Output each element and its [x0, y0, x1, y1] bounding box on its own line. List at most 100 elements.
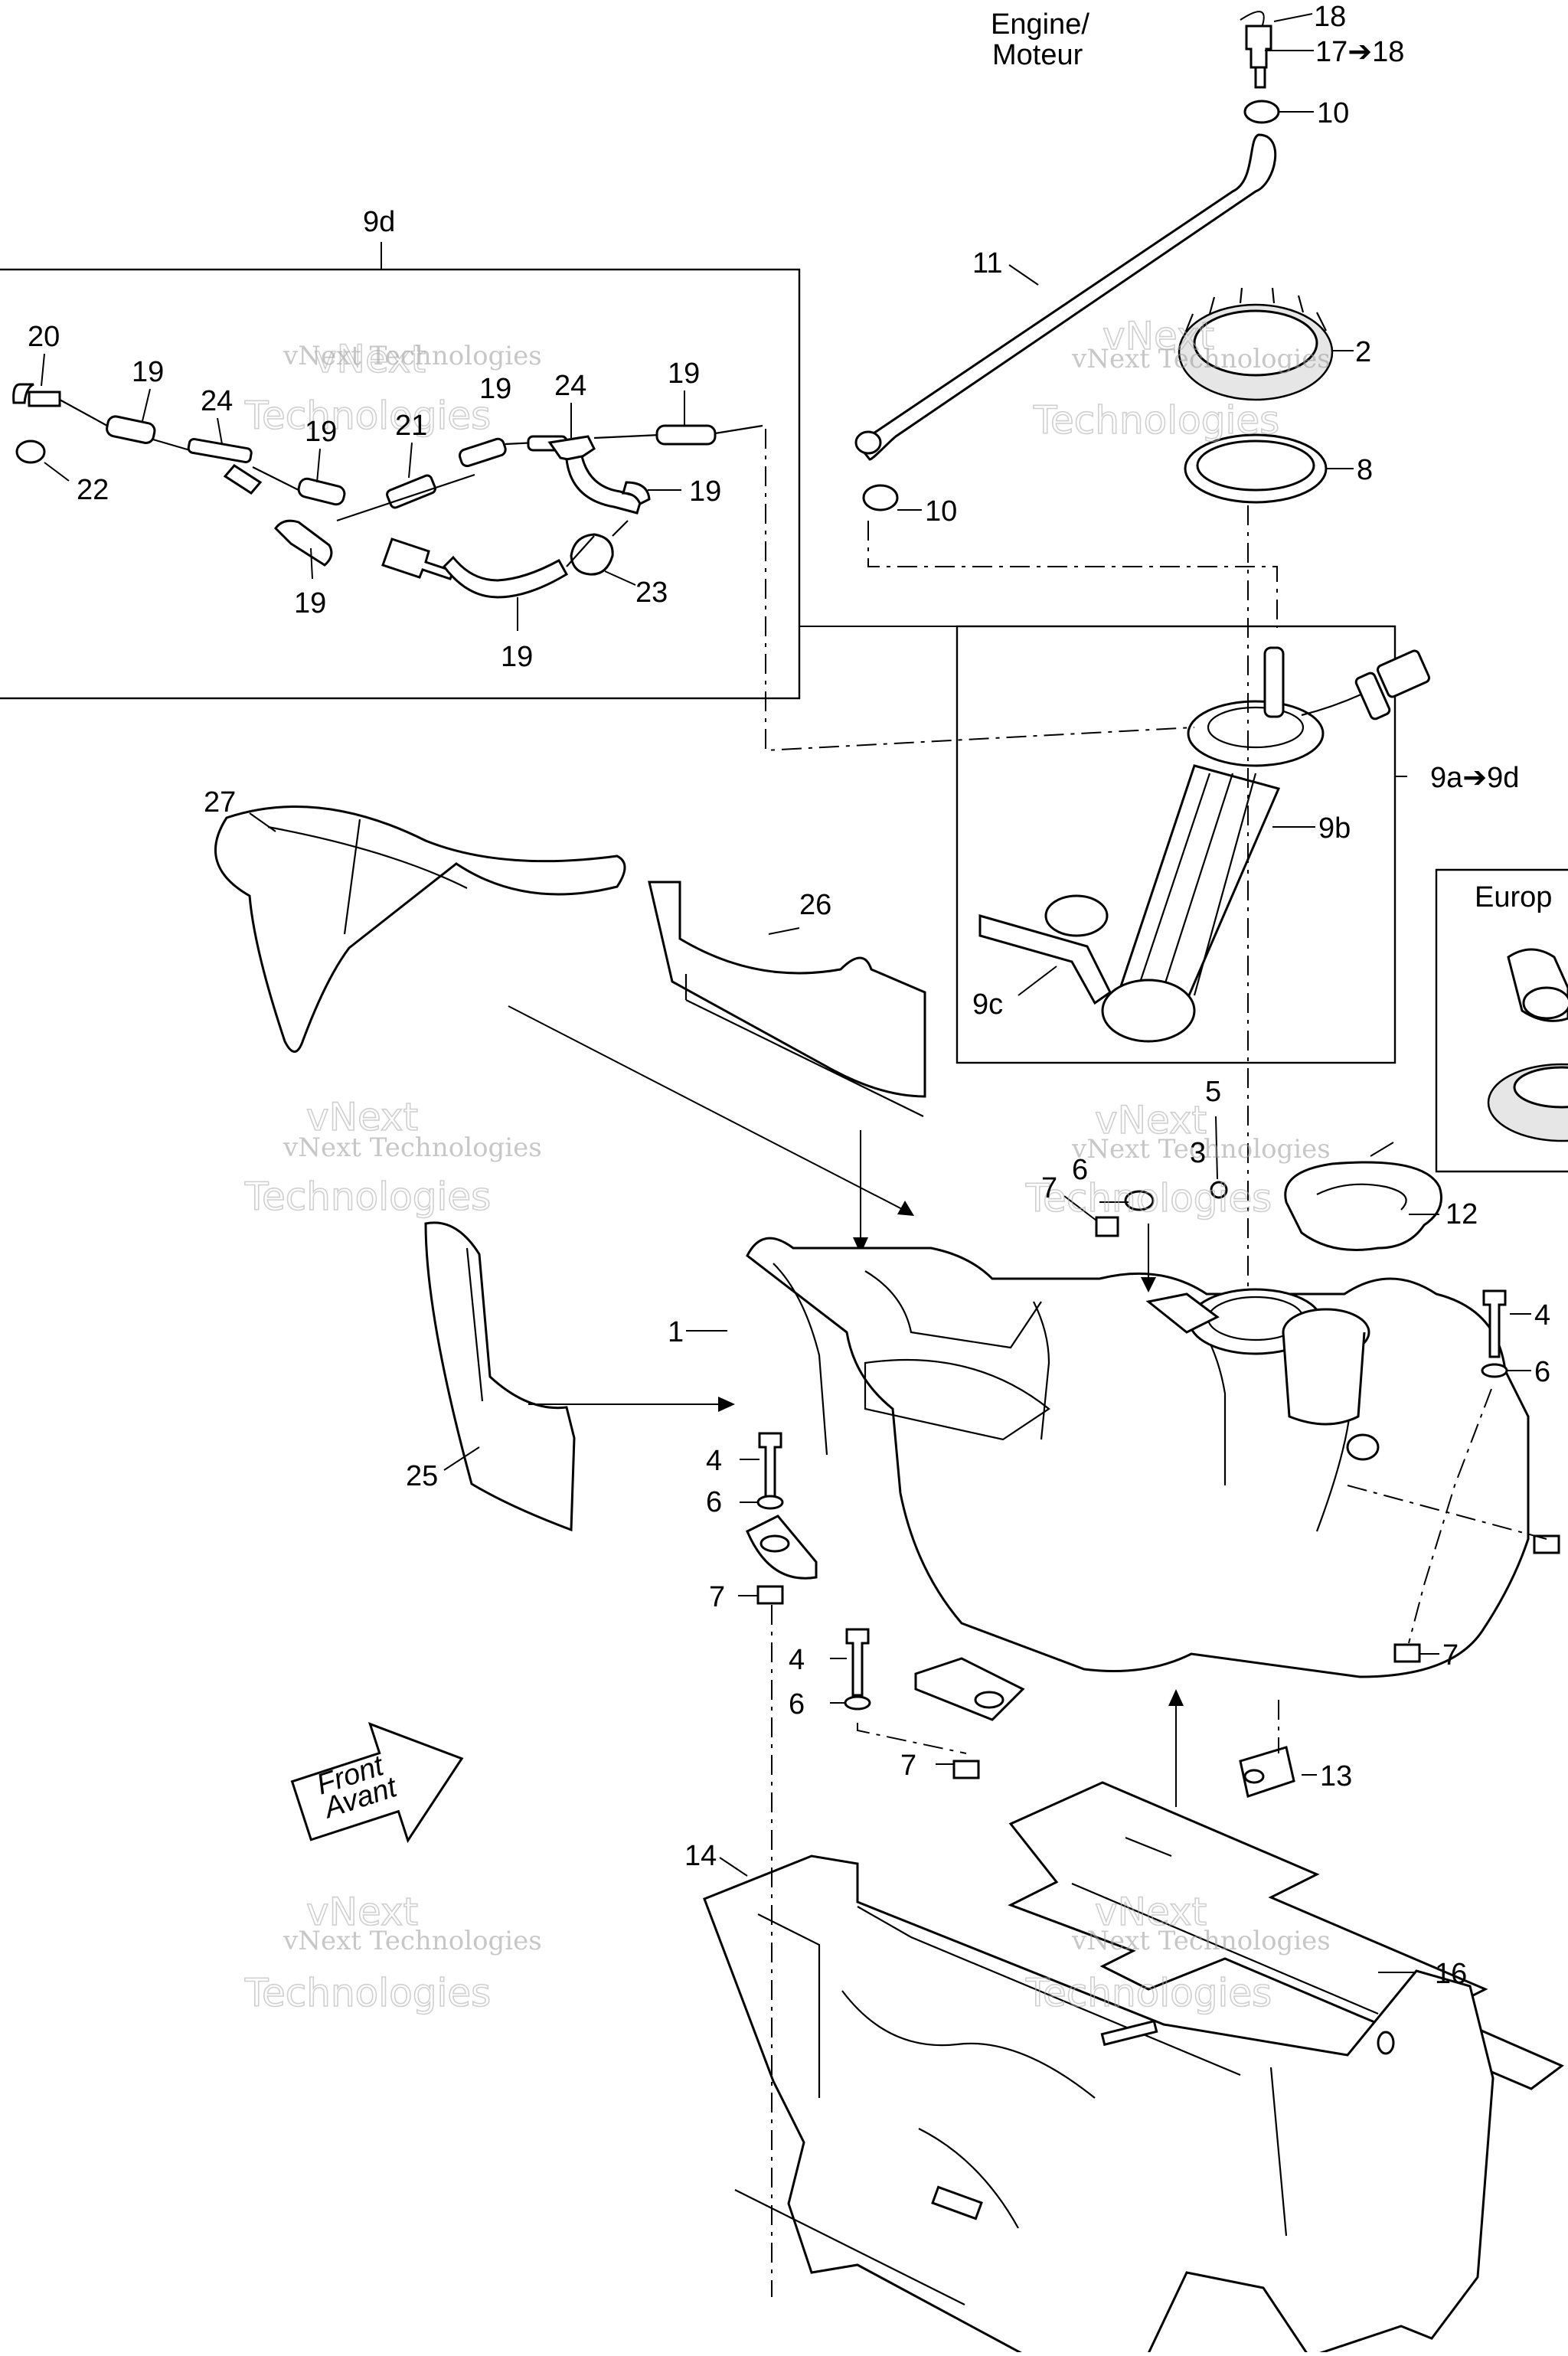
label-14: 14 — [684, 1840, 717, 1872]
svg-text:Technologies: Technologies — [1025, 1971, 1272, 2015]
part-9d-hose-set — [12, 383, 763, 599]
label-5: 5 — [1205, 1076, 1221, 1108]
svg-text:vNext: vNext — [314, 337, 426, 381]
label-9d: 9d — [363, 206, 395, 238]
part-16-detail — [1071, 1836, 1379, 2015]
part-14-skid-plate — [703, 1854, 1494, 2356]
label-19-g: 19 — [501, 641, 533, 673]
arrow-27-line — [508, 1005, 904, 1211]
pump-connector — [1354, 672, 1391, 721]
label-23: 23 — [635, 577, 668, 609]
part-europe-variant — [1487, 948, 1568, 1142]
dashline-9d-pump — [765, 429, 1195, 752]
leader-22 — [44, 462, 70, 482]
part-20-elbow — [28, 390, 61, 407]
label-25: 25 — [406, 1460, 438, 1492]
leader-21 — [408, 442, 413, 479]
svg-text:Technologies: Technologies — [244, 1971, 491, 2015]
dashline-right-nut — [1347, 1485, 1547, 1540]
part-9-fuel-pump — [978, 646, 1431, 1043]
hose-19-c — [274, 519, 333, 567]
svg-text:Technologies: Technologies — [1025, 1176, 1272, 1220]
label-europe: Europ — [1475, 881, 1552, 913]
leader-5 — [1215, 1116, 1218, 1180]
dashline-10-pump — [867, 521, 1278, 628]
leader-25 — [443, 1446, 480, 1471]
label-11: 11 — [972, 247, 1002, 279]
label-7-right: 7 — [1442, 1639, 1459, 1671]
hose-19-a — [106, 415, 156, 444]
label-7-middle: 7 — [900, 1750, 916, 1782]
part-27-detail — [267, 819, 468, 935]
label-4-right: 4 — [1534, 1299, 1550, 1332]
label-6-left: 6 — [706, 1486, 722, 1518]
label-6-middle: 6 — [789, 1688, 805, 1720]
svg-text:vNext Technologies: vNext Technologies — [1071, 344, 1331, 374]
hardware-5-3-6-7-top — [1095, 1181, 1228, 1237]
front-direction-arrow: Front Avant — [290, 1722, 464, 1844]
leader-27 — [249, 812, 276, 832]
label-10-bottom: 10 — [925, 495, 957, 528]
dashline-right — [1408, 1388, 1492, 1644]
part-10-clamp-bottom — [862, 484, 899, 511]
label-9c: 9c — [972, 988, 1003, 1021]
label-12: 12 — [1446, 1198, 1478, 1230]
pump-outlet — [1263, 646, 1285, 718]
arrowhead-hardware — [1141, 1277, 1156, 1292]
label-27: 27 — [204, 786, 236, 819]
leader-19b — [316, 448, 321, 483]
part-13-spacer — [1239, 1746, 1295, 1798]
part-26-detail — [684, 974, 924, 1117]
watermark-5: vNext Technologies vNext Technologies — [243, 1889, 542, 2016]
svg-text:vNext Technologies: vNext Technologies — [283, 1132, 542, 1163]
arrow-europe-line — [1370, 1142, 1394, 1157]
part-24-tee-right — [547, 435, 596, 462]
leader-23 — [604, 570, 636, 586]
leader-20 — [41, 353, 45, 387]
label-19-f: 19 — [294, 587, 326, 619]
part-23-check-valve — [570, 533, 614, 576]
part-8-gasket — [1184, 433, 1328, 504]
label-1: 1 — [668, 1316, 684, 1348]
label-moteur: Moteur — [992, 39, 1083, 71]
hose-19-f — [565, 455, 643, 515]
hardware-middle — [844, 1628, 980, 1779]
label-18: 18 — [1314, 1, 1346, 33]
label-3: 3 — [1190, 1137, 1206, 1169]
leader-19f — [310, 547, 313, 580]
part-25-detail — [466, 1247, 484, 1402]
label-2: 2 — [1355, 336, 1371, 368]
leader-18 — [1273, 13, 1313, 22]
watermark-2: vNext Technologies vNext Technologies — [1032, 313, 1331, 443]
leader-engine — [1240, 11, 1265, 28]
svg-text:vNext: vNext — [1102, 314, 1214, 358]
arrowhead-13 — [1168, 1689, 1184, 1706]
part-21-valve — [386, 474, 436, 509]
leader-19a — [142, 388, 151, 422]
part-17 — [1254, 66, 1266, 89]
watermark-3: vNext Technologies vNext Technologies — [243, 1094, 542, 1220]
label-20: 20 — [28, 321, 60, 353]
leader-11 — [1008, 264, 1039, 286]
pump-basket — [1101, 979, 1196, 1043]
label-24-b: 24 — [554, 370, 586, 402]
label-7-left: 7 — [709, 1581, 725, 1613]
part-2-lock-ring — [1178, 287, 1334, 401]
svg-text:vNext: vNext — [1095, 1098, 1207, 1142]
part-25-heat-shield — [424, 1221, 576, 1532]
box-9a-9d — [956, 625, 1396, 1064]
box-europe — [1435, 868, 1568, 1173]
hardware-right — [1393, 1289, 1560, 1663]
label-6-top: 6 — [1072, 1154, 1088, 1186]
watermark-6: vNext Technologies vNext Technologies — [1024, 1889, 1331, 2016]
part-13-hole — [1243, 1769, 1265, 1784]
svg-text:vNext Technologies: vNext Technologies — [283, 1926, 542, 1956]
leader-9c — [1018, 966, 1057, 996]
part-27-heat-shield — [214, 805, 626, 1053]
svg-text:vNext: vNext — [306, 1095, 418, 1139]
label-6-right: 6 — [1534, 1356, 1550, 1388]
label-19-e: 19 — [689, 475, 721, 508]
svg-text:Technologies: Technologies — [244, 394, 491, 438]
